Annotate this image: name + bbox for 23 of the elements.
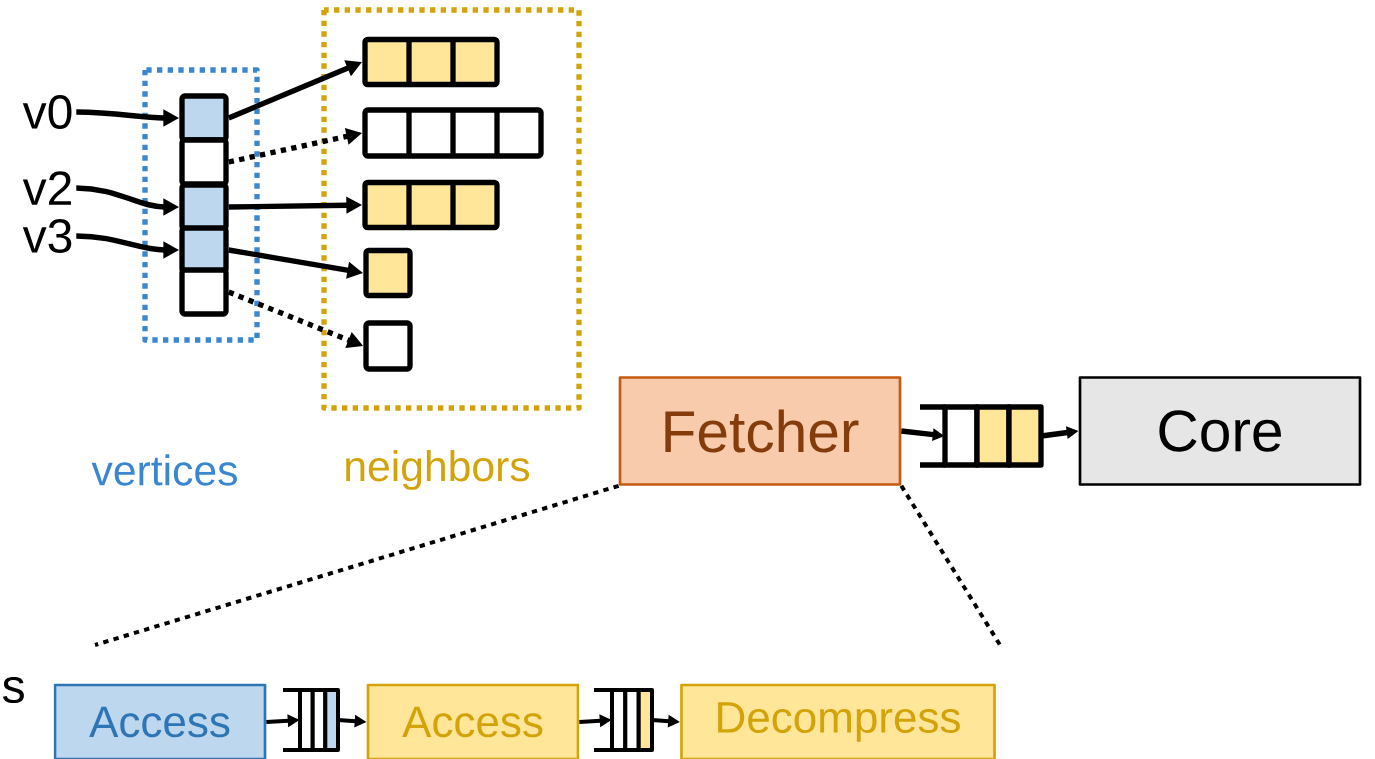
neighbor-list — [362, 107, 544, 159]
vertex-label: v2 — [22, 171, 71, 205]
process-box: Fetcher — [618, 376, 902, 486]
queue-buffer — [281, 688, 340, 752]
zoom-line — [899, 484, 1002, 647]
array-cell — [363, 320, 413, 372]
zoom-line — [94, 483, 620, 647]
array-cell — [179, 267, 229, 317]
array-cell — [179, 137, 229, 187]
process-box: Decompress — [680, 683, 996, 759]
process-box: Access — [366, 683, 580, 759]
neighbor-list — [362, 179, 500, 231]
array-cell — [363, 247, 413, 299]
vertex-label: v3 — [22, 219, 72, 253]
neighbor-list — [362, 36, 500, 88]
process-box: Core — [1078, 376, 1362, 486]
process-box: Access — [53, 683, 267, 759]
queue-buffer — [917, 404, 1044, 468]
vertex-label: v0 — [22, 95, 72, 129]
group-label: vertices — [91, 454, 237, 486]
partial-label: s — [2, 676, 24, 704]
group-label: neighbors — [346, 450, 530, 490]
queue-buffer — [592, 688, 654, 752]
